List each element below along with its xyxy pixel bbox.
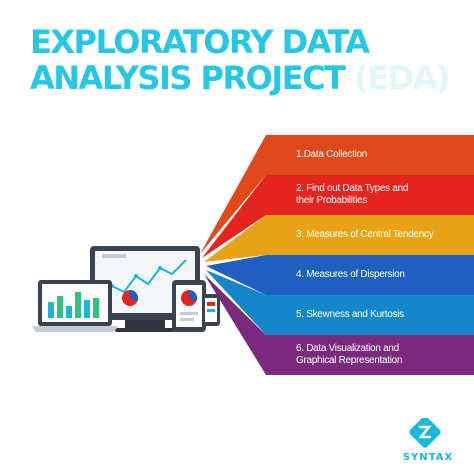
page-title-line-1: EXPLORATORY DATA	[30, 23, 370, 61]
brand-logo-icon	[409, 418, 441, 448]
brand-name: SYNTAX	[402, 452, 454, 463]
ray-1	[200, 135, 266, 254]
step-2-label: 2. Find out Data Types and their Probabi…	[296, 183, 409, 206]
laptop-icon	[32, 280, 118, 332]
step-6: 6. Data Visualization and Graphical Repr…	[266, 335, 474, 375]
step-6-label: 6. Data Visualization and Graphical Repr…	[296, 343, 403, 366]
step-4: 4. Measures of Dispersion	[266, 255, 474, 295]
page-title-line-2: ANALYSIS PROJECT (EDA)	[30, 59, 450, 97]
step-5-label: 5. Skewness and Kurtosis	[296, 309, 404, 320]
phone-icon	[202, 294, 220, 326]
page-title-suffix: (EDA)	[354, 59, 450, 97]
page-title-line-2-text: ANALYSIS PROJECT	[30, 59, 346, 97]
step-1-label: 1.Data Collection	[296, 149, 368, 160]
ray-3	[204, 215, 266, 262]
step-1: 1.Data Collection	[266, 135, 474, 175]
step-4-label: 4. Measures of Dispersion	[296, 269, 405, 280]
step-3: 3. Measures of Central Tendency	[266, 215, 474, 255]
step-3-label: 3. Measures of Central Tendency	[296, 229, 434, 240]
ray-2	[202, 175, 266, 258]
ray-5	[206, 270, 266, 335]
ray-4	[206, 255, 266, 295]
step-2: 2. Find out Data Types and their Probabi…	[266, 175, 474, 215]
devices-illustration	[32, 246, 220, 332]
step-5: 5. Skewness and Kurtosis	[266, 295, 474, 335]
tablet-icon	[172, 280, 206, 332]
